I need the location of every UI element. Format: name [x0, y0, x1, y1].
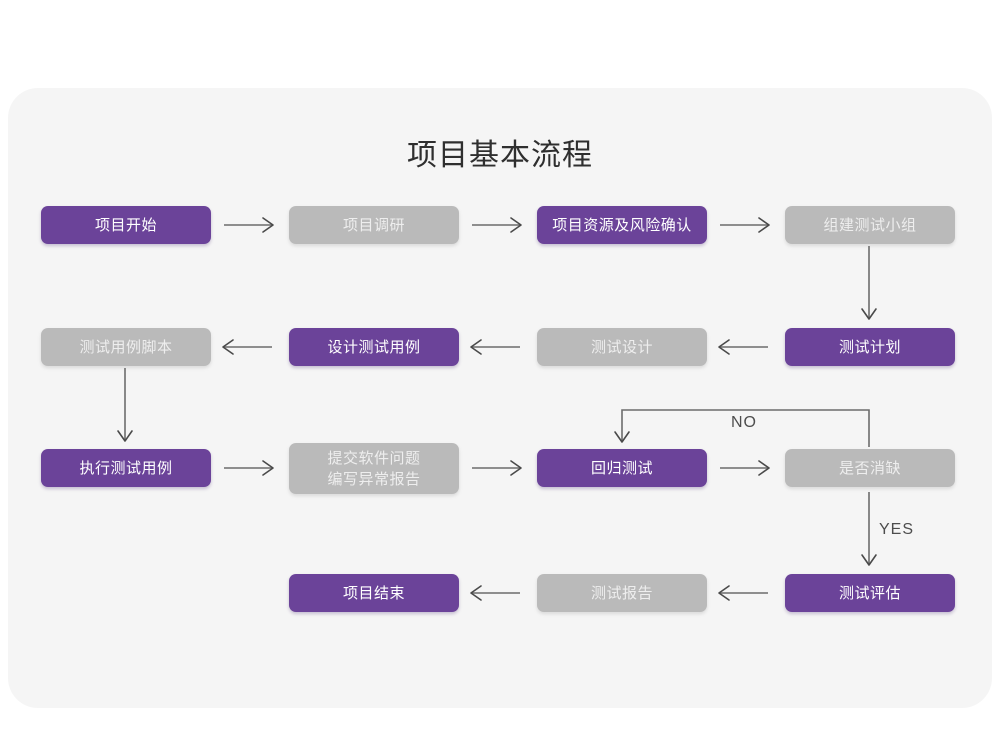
node-design-test-cases[interactable]: 设计测试用例: [289, 328, 459, 366]
node-resource-risk-confirm[interactable]: 项目资源及风险确认: [537, 206, 707, 244]
branch-label-yes: YES: [879, 521, 915, 538]
node-project-end[interactable]: 项目结束: [289, 574, 459, 612]
node-submit-issue-report[interactable]: 提交软件问题 编写异常报告: [289, 443, 459, 494]
node-test-design[interactable]: 测试设计: [537, 328, 707, 366]
flowchart-card: [8, 88, 992, 708]
branch-label-no: NO: [731, 414, 757, 431]
node-form-test-team[interactable]: 组建测试小组: [785, 206, 955, 244]
node-test-plan[interactable]: 测试计划: [785, 328, 955, 366]
node-test-evaluation[interactable]: 测试评估: [785, 574, 955, 612]
node-submit-issue-report-line2: 编写异常报告: [327, 470, 421, 488]
node-test-case-script[interactable]: 测试用例脚本: [41, 328, 211, 366]
node-defect-cleared-decision[interactable]: 是否消缺: [785, 449, 955, 487]
node-regression-test[interactable]: 回归测试: [537, 449, 707, 487]
node-project-research[interactable]: 项目调研: [289, 206, 459, 244]
node-project-start[interactable]: 项目开始: [41, 206, 211, 244]
node-submit-issue-report-line1: 提交软件问题: [327, 449, 421, 467]
node-execute-test-cases[interactable]: 执行测试用例: [41, 449, 211, 487]
node-test-report[interactable]: 测试报告: [537, 574, 707, 612]
page-title: 项目基本流程: [407, 139, 593, 172]
